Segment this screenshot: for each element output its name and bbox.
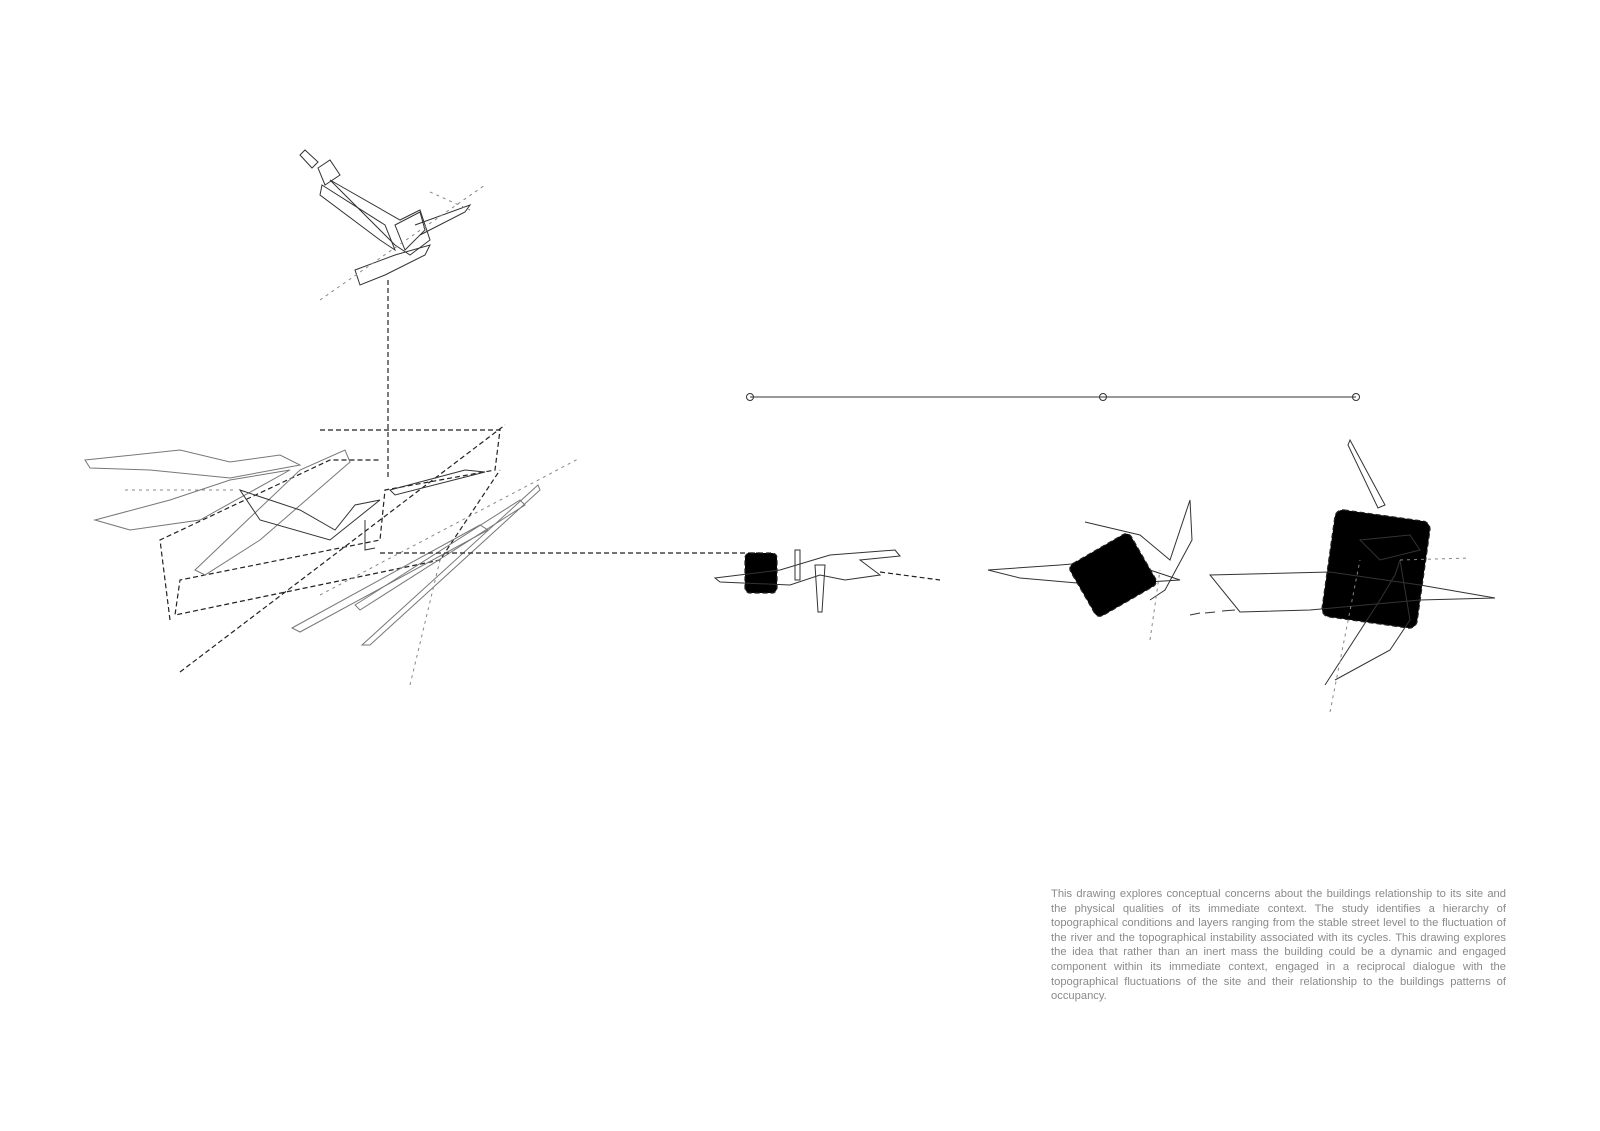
lower-isometric-plan — [84, 424, 581, 686]
section-fragment-3 — [1208, 438, 1496, 713]
upper-isometric-fragment — [299, 149, 486, 480]
section-scale-line — [746, 393, 1360, 401]
section-fragment-1 — [713, 549, 941, 613]
section-fragment-2 — [987, 499, 1236, 641]
drawing-description: This drawing explores conceptual concern… — [1051, 888, 1506, 1003]
